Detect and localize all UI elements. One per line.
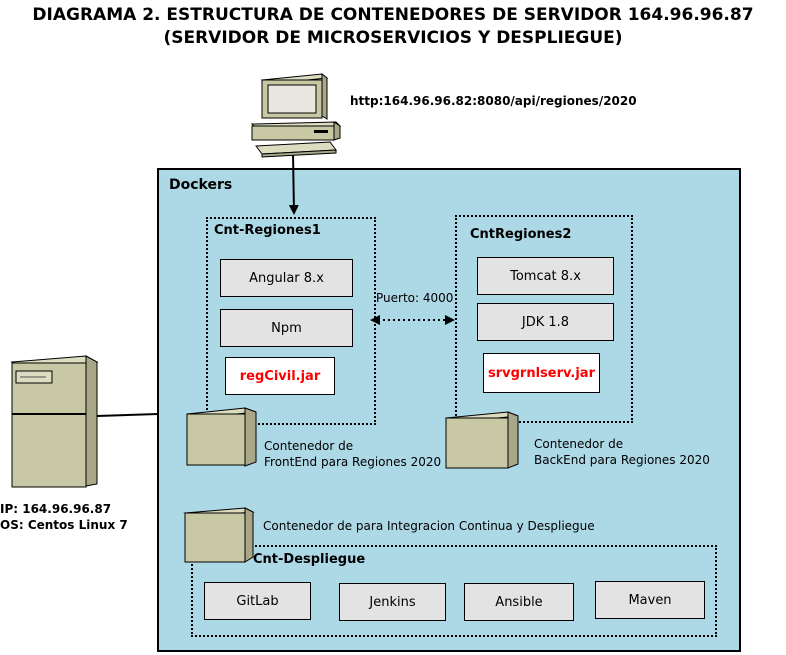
backend-component-tomcat: Tomcat 8.x	[477, 257, 614, 295]
frontend-caption-line-2: FrontEnd para Regiones 2020	[264, 455, 442, 469]
client-request-arrow	[288, 152, 299, 215]
port-label: Puerto: 4000	[376, 291, 454, 305]
client-url-label: http:164.96.96.82:8080/api/regiones/2020	[350, 94, 637, 108]
deploy-tool-ansible: Ansible	[464, 583, 574, 621]
backend-caption-line-1: Contenedor de	[534, 437, 624, 451]
title-line-2: (SERVIDOR DE MICROSERVICIOS Y DESPLIEGUE…	[163, 28, 623, 48]
frontend-component-angular: Angular 8.x	[220, 259, 353, 297]
deploy-container-cube-icon	[183, 507, 255, 563]
backend-container-box	[455, 215, 633, 423]
backend-container-title: CntRegiones2	[470, 227, 572, 242]
backend-jar: srvgrnlserv.jar	[483, 353, 600, 393]
server-ip-label: IP: 164.96.96.87	[0, 502, 112, 516]
title-line-1: DIAGRAMA 2. ESTRUCTURA DE CONTENEDORES D…	[32, 5, 754, 25]
deploy-tool-maven: Maven	[595, 581, 705, 619]
deploy-tool-jenkins: Jenkins	[339, 583, 446, 621]
backend-container-cube-icon	[445, 411, 519, 469]
frontend-container-cube-icon	[186, 407, 257, 467]
server-os-label: OS: Centos Linux 7	[0, 518, 128, 532]
deploy-caption: Contenedor de para Integracion Continua …	[263, 519, 595, 533]
docker-label: Dockers	[169, 177, 233, 193]
diagram-title: DIAGRAMA 2. ESTRUCTURA DE CONTENEDORES D…	[0, 4, 786, 50]
deploy-tool-gitlab: GitLab	[204, 582, 311, 620]
server-tower-icon	[10, 355, 99, 488]
frontend-container-title: Cnt-Regiones1	[214, 223, 321, 238]
frontend-caption-line-1: Contenedor de	[264, 439, 354, 453]
server-info: IP: 164.96.96.87 OS: Centos Linux 7	[0, 501, 128, 533]
docker-environment-box	[157, 168, 741, 652]
deploy-container-box	[191, 545, 717, 637]
frontend-jar: regCivil.jar	[225, 357, 335, 395]
server-link-line	[96, 413, 159, 417]
frontend-component-npm: Npm	[220, 309, 353, 347]
backend-component-jdk: JDK 1.8	[477, 303, 614, 341]
frontend-caption: Contenedor de FrontEnd para Regiones 202…	[264, 438, 441, 470]
desktop-computer-icon	[250, 72, 342, 158]
backend-caption: Contenedor de BackEnd para Regiones 2020	[534, 436, 710, 468]
deploy-container-title: Cnt-Despliegue	[253, 552, 366, 567]
backend-caption-line-2: BackEnd para Regiones 2020	[534, 453, 710, 467]
